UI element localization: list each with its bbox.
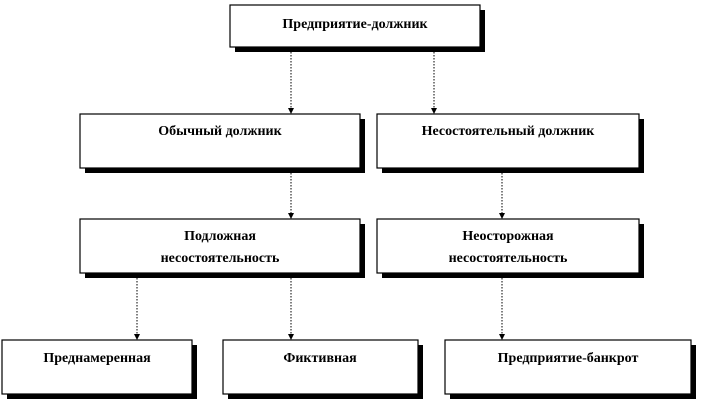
node-root-label: Предприятие-должник xyxy=(282,17,428,32)
node-careless-insolvency-label-line1: Неосторожная xyxy=(462,229,554,244)
node-careless-insolvency: Неосторожная несостоятельность xyxy=(376,218,644,278)
node-fictitious-label: Фиктивная xyxy=(283,351,357,366)
arrowhead-ordinary_debtor-to-fraudulent_insolvency xyxy=(288,213,294,219)
arrowhead-fraudulent_insolvency-to-fictitious xyxy=(288,334,294,340)
node-fictitious: Фиктивная xyxy=(222,339,423,399)
node-insolvent-debtor-label: Несостоятельный должник xyxy=(422,124,596,139)
node-bankrupt-enterprise: Предприятие-банкрот xyxy=(444,339,696,399)
arrowhead-root-to-insolvent_debtor xyxy=(431,108,437,114)
arrowhead-root-to-ordinary_debtor xyxy=(288,108,294,114)
connectors xyxy=(134,52,505,340)
node-fraudulent-insolvency: Подложная несостоятельность xyxy=(79,218,365,278)
node-intentional-label: Преднамеренная xyxy=(43,351,151,366)
arrowhead-insolvent_debtor-to-careless_insolvency xyxy=(499,213,505,219)
node-fraudulent-insolvency-label-line2: несостоятельность xyxy=(161,251,280,266)
node-intentional: Преднамеренная xyxy=(1,339,197,399)
node-root: Предприятие-должник xyxy=(229,4,485,52)
arrowhead-careless_insolvency-to-bankrupt_enterprise xyxy=(499,334,505,340)
node-ordinary-debtor: Обычный должник xyxy=(79,113,365,173)
node-insolvent-debtor: Несостоятельный должник xyxy=(376,113,644,173)
arrowhead-fraudulent_insolvency-to-intentional xyxy=(134,334,140,340)
node-fraudulent-insolvency-label-line1: Подложная xyxy=(184,229,256,244)
node-bankrupt-enterprise-label: Предприятие-банкрот xyxy=(498,351,639,366)
node-ordinary-debtor-label: Обычный должник xyxy=(158,124,282,139)
node-careless-insolvency-label-line2: несостоятельность xyxy=(449,251,568,266)
